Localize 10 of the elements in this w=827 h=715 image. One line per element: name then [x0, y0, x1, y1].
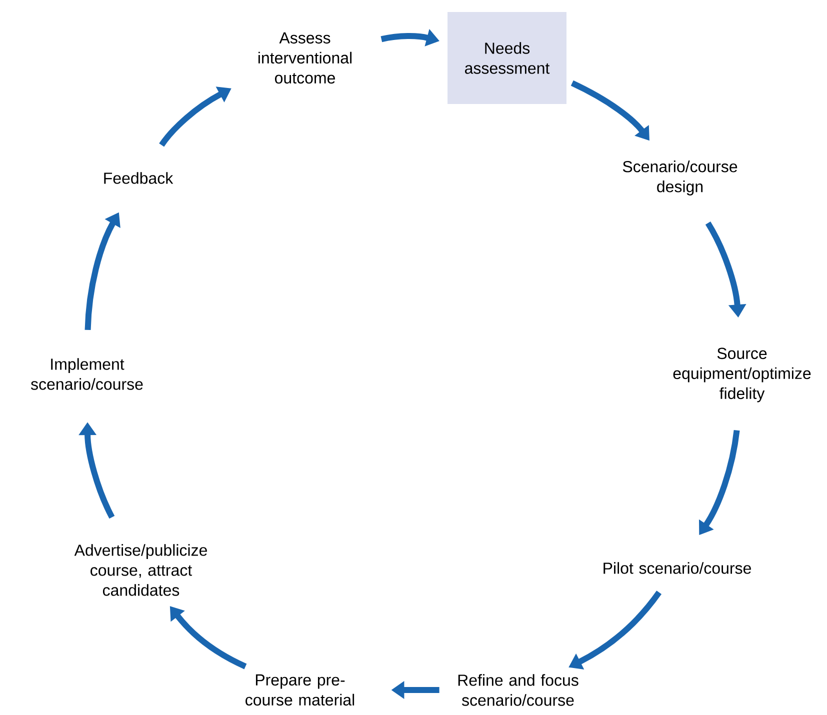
highlighted-box: Needs assessment [448, 12, 566, 104]
step-label: Advertise/publicize course, attract candidates [74, 544, 207, 596]
step-label: Pilot scenario/course [604, 562, 751, 574]
step-label: Implement scenario/course [30, 358, 143, 390]
step-label: Feedback [104, 172, 174, 184]
step-label: Prepare pre-course material [246, 674, 354, 706]
step-label: Scenario/course design [622, 160, 738, 196]
step-label: Assess interventional outcome [258, 32, 352, 84]
step-label: Refine and focus scenario/course [458, 674, 578, 706]
step-label: Source equipment/optimize fidelity [673, 348, 811, 402]
